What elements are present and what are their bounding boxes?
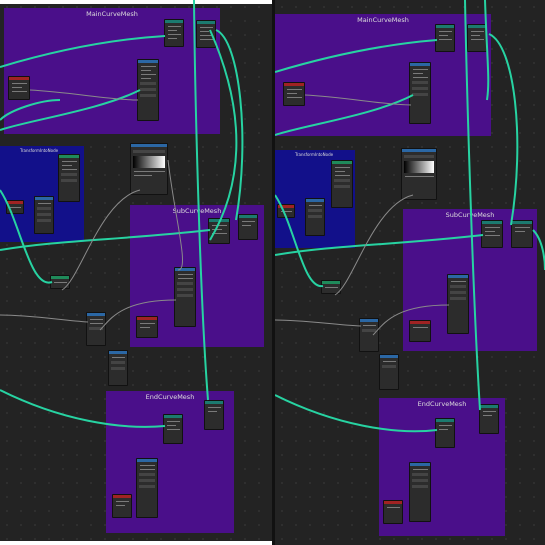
node-set-material-end[interactable] <box>479 404 499 434</box>
node-set-material-end[interactable] <box>204 400 224 430</box>
node-set-material[interactable] <box>196 20 216 48</box>
white-border-top <box>0 0 272 4</box>
node-curve-circle-sub[interactable] <box>447 274 469 334</box>
node-color-ramp[interactable] <box>130 143 168 195</box>
node-curve-circle-end[interactable] <box>409 462 431 522</box>
frame-label: MainCurveMesh <box>357 16 409 24</box>
node-vector-math[interactable] <box>34 196 54 234</box>
node-transform[interactable] <box>58 154 80 202</box>
frame-label: TransformIntoNode <box>20 148 59 153</box>
node-transform[interactable] <box>331 160 353 208</box>
node-object-info[interactable] <box>8 76 30 100</box>
node-curve-circle-sub[interactable] <box>174 267 196 327</box>
frame-label: MainCurveMesh <box>86 10 138 18</box>
node-set-material-sub[interactable] <box>238 214 258 240</box>
node-curve-to-mesh-end[interactable] <box>435 418 455 448</box>
node-object-info-end[interactable] <box>383 500 403 524</box>
node-links <box>275 0 545 433</box>
frame-label: EndCurveMesh <box>417 400 467 408</box>
node-object-info[interactable] <box>283 82 305 106</box>
node-object-info-end[interactable] <box>112 494 132 518</box>
frame-label: SubCurveMesh <box>445 211 495 219</box>
node-math-add[interactable] <box>50 275 70 289</box>
node-curve-circle[interactable] <box>137 59 159 121</box>
node-object-info-2[interactable] <box>6 200 24 214</box>
node-editor-right[interactable]: MainCurveMesh TransformIntoNode SubCurve… <box>275 0 545 545</box>
frame-main-curve-mesh[interactable]: MainCurveMesh <box>4 8 220 134</box>
node-math[interactable] <box>379 354 399 390</box>
node-curve-to-mesh-end[interactable] <box>163 414 183 444</box>
frame-main-curve-mesh[interactable]: MainCurveMesh <box>275 14 491 136</box>
frame-label: EndCurveMesh <box>145 393 195 401</box>
node-object-info-sub[interactable] <box>136 316 158 338</box>
white-border-bottom <box>0 541 272 545</box>
frame-label: TransformIntoNode <box>295 152 334 157</box>
node-set-material-sub[interactable] <box>511 220 533 248</box>
node-separate-xyz[interactable] <box>86 312 106 346</box>
node-color-ramp[interactable] <box>401 148 437 200</box>
node-editor-left[interactable]: MainCurveMesh TransformIntoNode SubCurve… <box>0 0 272 545</box>
node-separate-xyz[interactable] <box>359 318 379 352</box>
node-curve-to-mesh[interactable] <box>435 24 455 52</box>
node-curve-to-mesh[interactable] <box>164 19 184 47</box>
node-links <box>0 0 244 428</box>
panel-divider[interactable] <box>272 0 275 545</box>
node-curve-circle-end[interactable] <box>136 458 158 518</box>
frame-label: SubCurveMesh <box>172 207 222 215</box>
node-curve-circle[interactable] <box>409 62 431 124</box>
node-curve-to-mesh-sub[interactable] <box>481 220 503 248</box>
node-math[interactable] <box>108 350 128 386</box>
node-object-info-sub[interactable] <box>409 320 431 342</box>
node-vector-math[interactable] <box>305 198 325 236</box>
